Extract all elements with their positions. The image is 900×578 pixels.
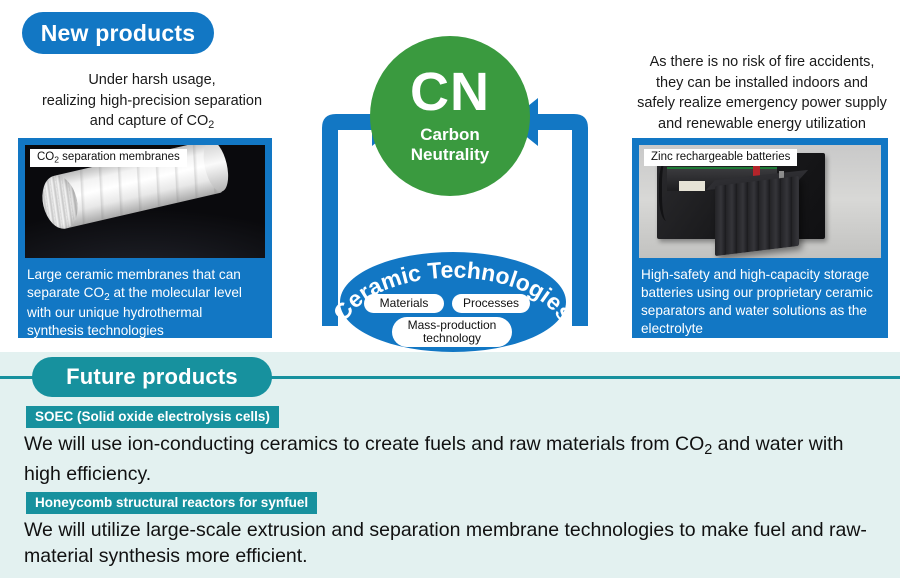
future-tag-honeycomb: Honeycomb structural reactors for synfue… bbox=[26, 492, 318, 514]
co2-subscript: 2 bbox=[208, 119, 215, 132]
right-caption-line-1: As there is no risk of fire accidents, bbox=[649, 54, 875, 70]
co2-membrane-photo-label: CO2 separation membranes bbox=[30, 149, 187, 168]
future-body-honeycomb: We will utilize large-scale extrusion an… bbox=[24, 519, 867, 568]
co2-membrane-photo: CO2 separation membranes bbox=[25, 145, 265, 258]
future-products-divider bbox=[0, 376, 900, 379]
chip-mass-production-technology: Mass-production technology bbox=[392, 317, 512, 347]
right-caption-line-4: and renewable energy utilization bbox=[658, 115, 866, 132]
card-left-line-2: separate CO2 at the molecular level bbox=[27, 285, 242, 303]
card-left-line-1: Large ceramic membranes that can bbox=[27, 267, 241, 282]
chip-processes: Processes bbox=[452, 294, 530, 313]
section-header-future-products: Future products bbox=[32, 357, 272, 397]
card-right-line-4: electrolyte bbox=[641, 321, 703, 337]
left-caption-line-2: realizing high-precision separation bbox=[41, 92, 263, 109]
future-body-soec: We will use ion-conducting ceramics to c… bbox=[24, 433, 844, 485]
right-caption-line-3: safely realize emergency power supply bbox=[637, 95, 887, 112]
battery-module-illustration bbox=[715, 175, 799, 257]
ceramic-technologies-title: Ceramic Technologies bbox=[328, 256, 579, 325]
card-left-line-3: with our unique hydrothermal bbox=[27, 305, 203, 321]
card-right-line-1: High-safety and high-capacity storage bbox=[641, 267, 870, 282]
left-caption-line-1: Under harsh usage, bbox=[88, 72, 216, 88]
left-caption-line-3: and capture of CO2 bbox=[89, 113, 215, 132]
left-caption: Under harsh usage, realizing high-precis… bbox=[14, 70, 290, 133]
cn-word-neutrality: Neutrality bbox=[410, 144, 490, 164]
co2-membrane-card-text: Large ceramic membranes that can separat… bbox=[18, 258, 272, 340]
zinc-battery-card-text: High-safety and high-capacity storage ba… bbox=[632, 258, 888, 338]
zinc-battery-photo-label: Zinc rechargeable batteries bbox=[644, 149, 798, 166]
zinc-battery-photo: Zinc rechargeable batteries bbox=[639, 145, 881, 258]
cn-word-carbon: Carbon bbox=[420, 124, 480, 144]
cn-abbreviation: CN bbox=[410, 61, 490, 122]
future-products-label: Future products bbox=[66, 364, 238, 389]
product-card-co2-membranes: CO2 separation membranes Large ceramic m… bbox=[18, 138, 272, 338]
battery-terminal bbox=[779, 171, 784, 182]
card-right-line-2: batteries using our proprietary ceramic bbox=[641, 285, 873, 301]
section-header-new-products: New products bbox=[22, 12, 214, 54]
right-caption: As there is no risk of fire accidents, t… bbox=[626, 52, 898, 134]
future-tag-soec: SOEC (Solid oxide electrolysis cells) bbox=[26, 406, 279, 428]
right-caption-line-2: they can be installed indoors and bbox=[655, 74, 868, 91]
new-products-label: New products bbox=[40, 19, 196, 46]
product-card-zinc-batteries: Zinc rechargeable batteries High-safety … bbox=[632, 138, 888, 338]
card-right-line-3: separators and water solutions as the bbox=[641, 303, 867, 319]
ceramic-technologies-arc: Ceramic Technologies bbox=[328, 256, 579, 325]
carbon-neutrality-hub: CN Carbon Neutrality bbox=[370, 36, 530, 196]
ceramic-technologies-ellipse: Ceramic Technologies Materials Processes… bbox=[328, 252, 579, 352]
chip-materials: Materials bbox=[364, 294, 444, 313]
card-left-line-4: synthesis technologies bbox=[27, 323, 164, 339]
co2-subscript: 2 bbox=[704, 442, 713, 459]
